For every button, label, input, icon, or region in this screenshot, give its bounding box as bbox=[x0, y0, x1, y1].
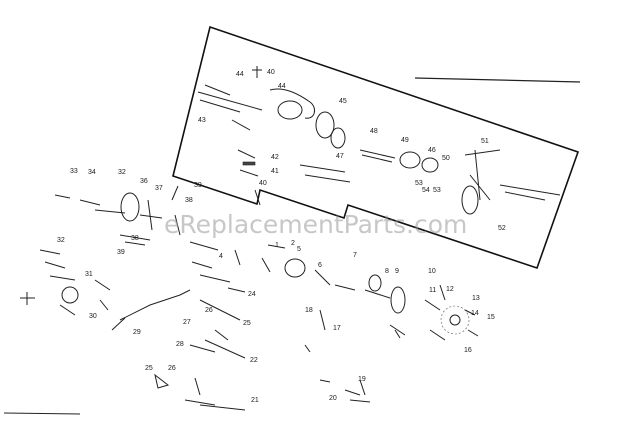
callout-26: 26 bbox=[168, 365, 176, 372]
callout-25: 25 bbox=[243, 320, 251, 327]
callout-54: 54 bbox=[422, 187, 430, 194]
callout-39: 39 bbox=[117, 249, 125, 256]
callout-8: 8 bbox=[385, 268, 389, 275]
callout-16: 16 bbox=[464, 347, 472, 354]
callout-13: 13 bbox=[472, 295, 480, 302]
right-parts bbox=[424, 284, 479, 341]
callout-53: 53 bbox=[433, 187, 441, 194]
callout-numbers: 44 40 44 45 43 48 49 46 50 51 47 42 41 4… bbox=[57, 69, 506, 404]
reference-rule-top bbox=[414, 77, 581, 83]
callout-2: 2 bbox=[291, 240, 295, 247]
callout-51: 51 bbox=[481, 138, 489, 145]
callout-27: 27 bbox=[183, 319, 191, 326]
callout-39: 39 bbox=[194, 182, 202, 189]
callout-41: 41 bbox=[271, 168, 279, 175]
callout-28: 28 bbox=[176, 341, 184, 348]
callout-19: 19 bbox=[358, 376, 366, 383]
callout-25: 25 bbox=[145, 365, 153, 372]
callout-50: 50 bbox=[442, 155, 450, 162]
callout-48: 48 bbox=[370, 128, 378, 135]
callout-15: 15 bbox=[487, 314, 495, 321]
callout-5: 5 bbox=[297, 246, 301, 253]
callout-38: 38 bbox=[185, 197, 193, 204]
callout-9: 9 bbox=[395, 268, 399, 275]
callout-47: 47 bbox=[336, 153, 344, 160]
callout-32: 32 bbox=[57, 237, 65, 244]
callout-45: 45 bbox=[339, 98, 347, 105]
callout-31: 31 bbox=[85, 271, 93, 278]
callout-26: 26 bbox=[205, 307, 213, 314]
callout-40: 40 bbox=[267, 69, 275, 76]
callout-49: 49 bbox=[401, 137, 409, 144]
callout-11: 11 bbox=[429, 287, 436, 294]
callout-10: 10 bbox=[428, 268, 436, 275]
callout-52: 52 bbox=[498, 225, 506, 232]
callout-42: 42 bbox=[271, 154, 279, 161]
callout-37: 37 bbox=[155, 185, 163, 192]
callout-7: 7 bbox=[353, 252, 357, 259]
callout-24: 24 bbox=[248, 291, 256, 298]
callout-44: 44 bbox=[278, 83, 286, 90]
callout-21: 21 bbox=[251, 397, 259, 404]
callout-20: 20 bbox=[329, 395, 337, 402]
callout-32: 32 bbox=[118, 169, 126, 176]
callout-43: 43 bbox=[198, 117, 206, 124]
watermark-text: eReplacementParts.com bbox=[164, 210, 467, 239]
callout-14: 14 bbox=[471, 310, 479, 317]
callout-36: 36 bbox=[140, 178, 148, 185]
callout-29: 29 bbox=[133, 329, 141, 336]
callout-12: 12 bbox=[446, 286, 454, 293]
callout-30: 30 bbox=[89, 313, 97, 320]
upper-left-parts bbox=[20, 185, 181, 316]
callout-46: 46 bbox=[428, 147, 436, 154]
inset-parts bbox=[197, 66, 561, 215]
reference-rule-bottom bbox=[3, 412, 81, 415]
callout-6: 6 bbox=[318, 262, 322, 269]
callout-40: 40 bbox=[259, 180, 267, 187]
callout-38: 38 bbox=[131, 235, 139, 242]
callout-4: 4 bbox=[219, 253, 223, 260]
callout-17: 17 bbox=[333, 325, 341, 332]
inset-detail-box bbox=[172, 25, 580, 270]
callout-33: 33 bbox=[70, 168, 78, 175]
callout-44: 44 bbox=[236, 71, 244, 78]
callout-34: 34 bbox=[88, 169, 96, 176]
callout-18: 18 bbox=[305, 307, 313, 314]
callout-53: 53 bbox=[415, 180, 423, 187]
bottom-parts bbox=[154, 373, 371, 411]
callout-22: 22 bbox=[250, 357, 258, 364]
callout-1: 1 bbox=[275, 242, 279, 249]
middle-parts bbox=[111, 241, 406, 359]
